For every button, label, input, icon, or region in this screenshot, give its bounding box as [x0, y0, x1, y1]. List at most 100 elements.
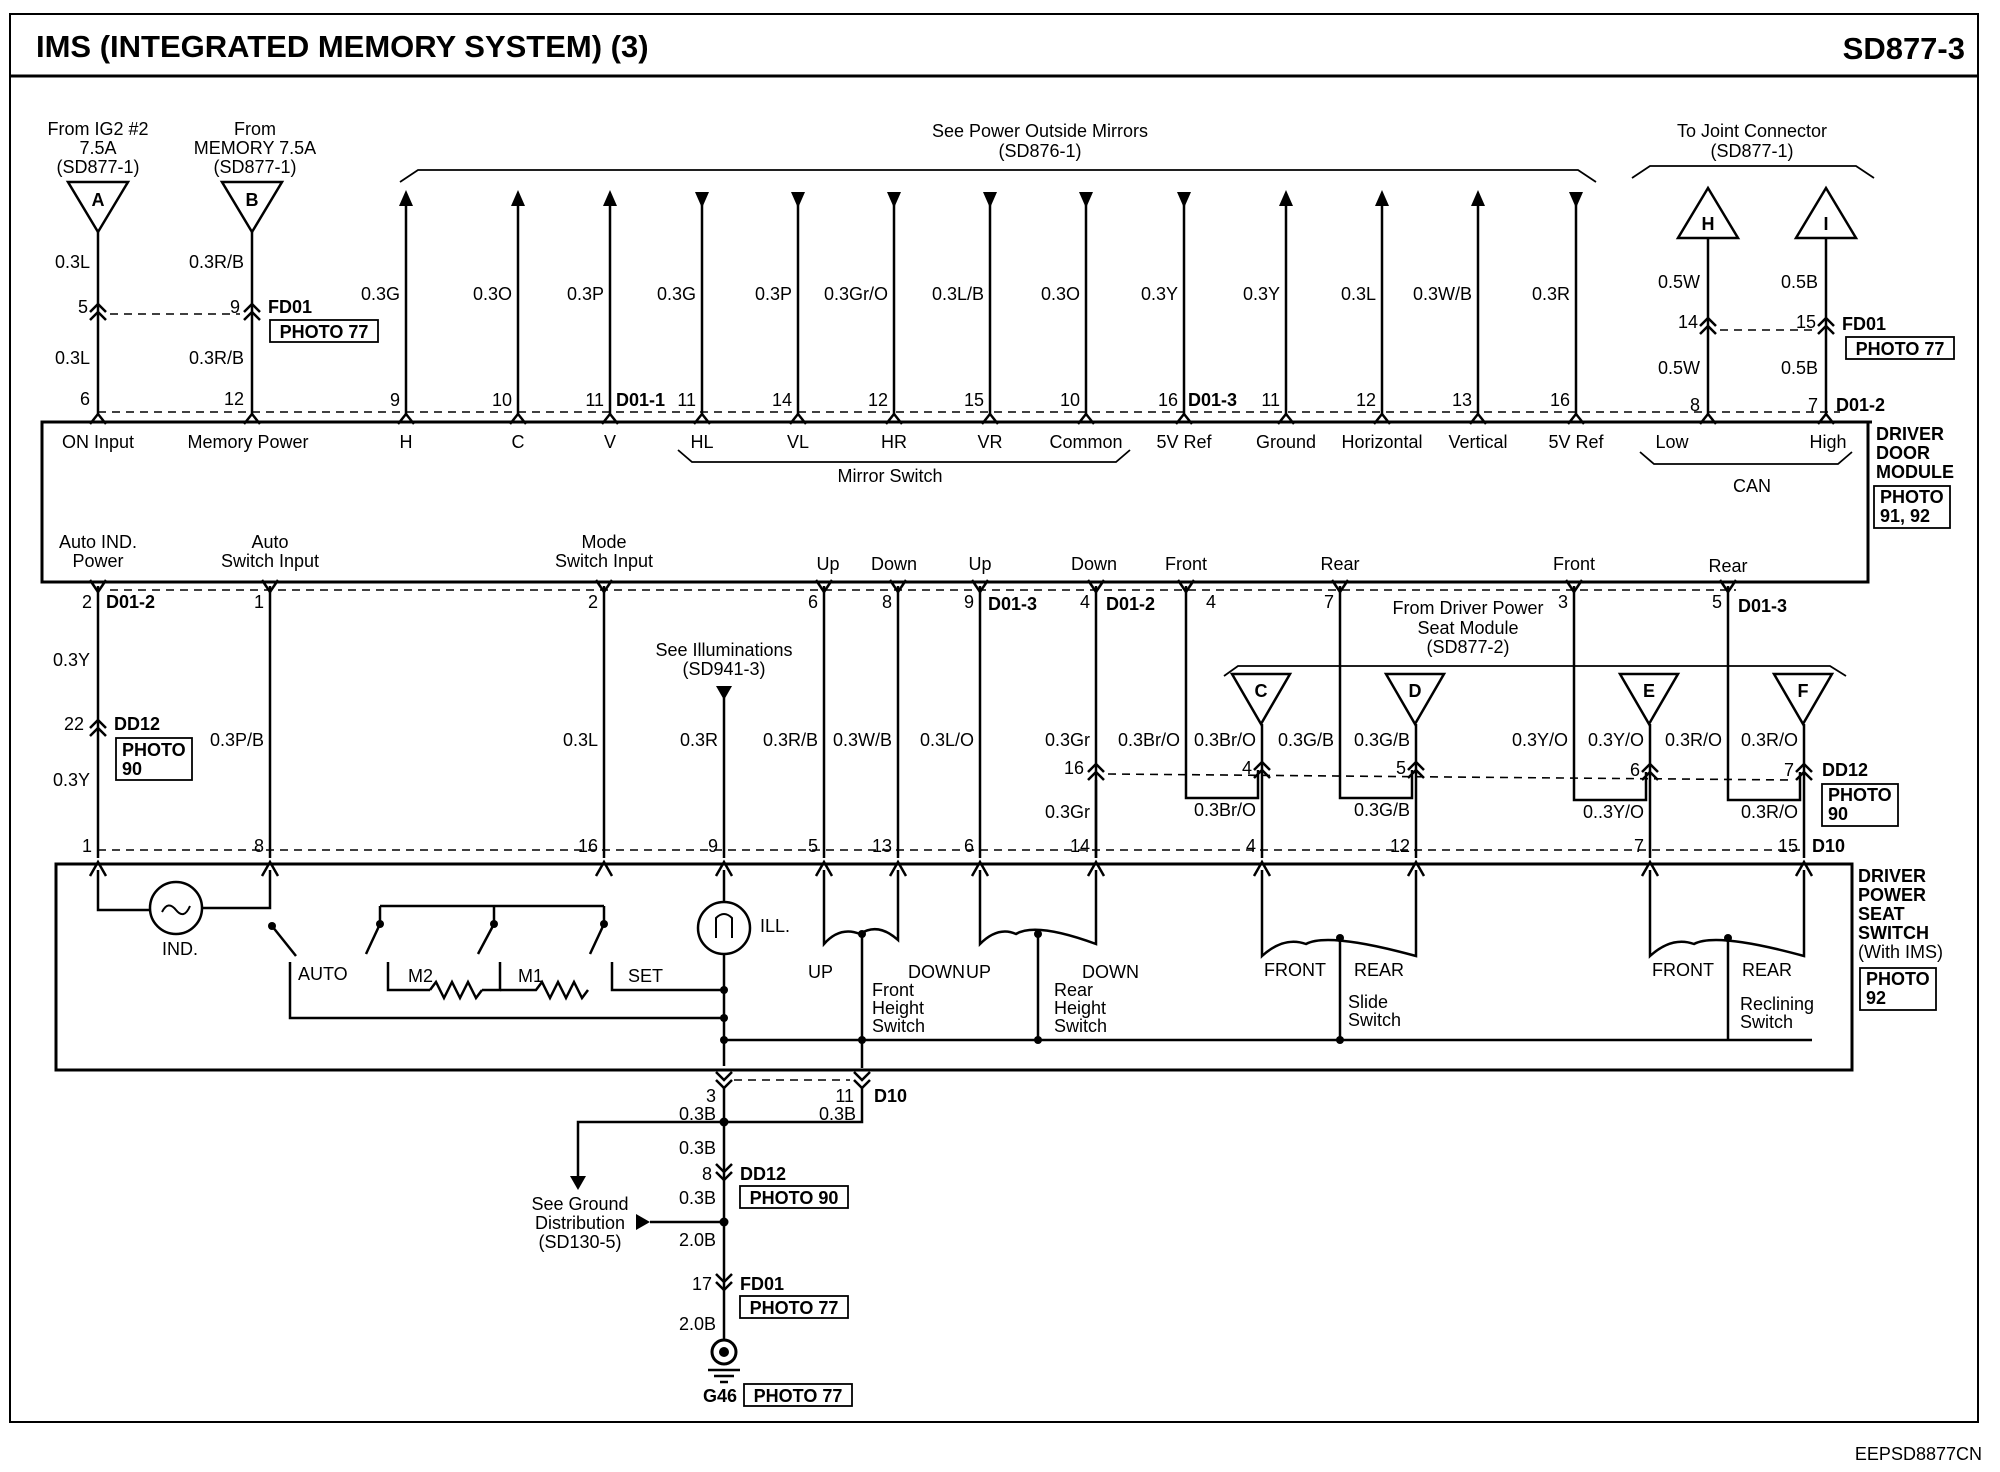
door-top-terminal-1: ON Input	[62, 432, 134, 452]
middle-labels: From Driver Power Seat Module (SD877-2) …	[53, 598, 1899, 827]
door-module-name-1: DRIVER	[1876, 424, 1944, 444]
wire-h-upper-label: 0.5W	[1658, 272, 1700, 292]
wire-a-lower-label: 0.3L	[55, 348, 90, 368]
c-left-label: 0.3Br/O	[1118, 730, 1180, 750]
m2-label: M2	[408, 966, 433, 986]
seat-top-terminal-9	[1252, 859, 1272, 877]
illum-title: See Illuminations	[655, 640, 792, 660]
see-ground-1: See Ground	[531, 1194, 628, 1214]
driver-door-module: DRIVER DOOR MODULE PHOTO 91, 92	[40, 411, 1954, 584]
rear-height-arc	[978, 870, 1098, 948]
seat-top-terminal-7	[970, 859, 990, 877]
term-rear-2: Rear	[1708, 556, 1747, 576]
source-terminal-2	[243, 411, 261, 425]
ground-pin11: 11	[835, 1086, 854, 1106]
seat-switch-internals: IND. AUTO M2 M1 SET ILL.	[96, 870, 1814, 1068]
ind-filament	[161, 904, 191, 916]
seat-top-pin-8: 14	[1070, 836, 1090, 856]
seat-top-pin-10: 12	[1390, 836, 1410, 856]
photo90-left-2: 90	[122, 759, 142, 779]
ground-photo77: PHOTO 77	[750, 1298, 839, 1318]
wire-h-lower-label: 0.5W	[1658, 358, 1700, 378]
photo90-box-right	[1821, 783, 1899, 827]
e-lower-label: 0..3Y/O	[1583, 802, 1644, 822]
f-lower-label: 0.3R/O	[1741, 802, 1798, 822]
term-front-2: Front	[1553, 554, 1595, 574]
wire-i-upper-label: 0.5B	[1781, 272, 1818, 292]
mem-ref-label: (SD877-1)	[213, 157, 296, 177]
wire-a-pin-fd: 5	[78, 297, 88, 317]
ground-fd01: FD01	[740, 1274, 784, 1294]
w3-label: 0.3L	[563, 730, 598, 750]
wire-i-lower-label: 0.5B	[1781, 358, 1818, 378]
recl-arc	[1648, 870, 1806, 959]
joint-brace	[1631, 165, 1875, 179]
front-height-up: UP	[808, 962, 833, 982]
f-pin: 7	[1784, 760, 1794, 780]
slide-arc	[1260, 870, 1418, 959]
wire-b-pin-mod: 12	[224, 389, 244, 409]
seat-top-pin-7: 6	[964, 836, 974, 856]
dd12-connector-left	[89, 718, 107, 737]
source-joint: To Joint Connector (SD877-1) H I	[1631, 121, 1875, 240]
mirrors-ref: (SD876-1)	[998, 141, 1081, 161]
recl-front: FRONT	[1652, 960, 1714, 980]
see-ground-2: Distribution	[535, 1213, 625, 1233]
mirror-wire-arrow-up-10	[1279, 190, 1293, 206]
term-auto-sw-1: Auto	[251, 532, 288, 552]
ig2-fuse-label: 7.5A	[79, 138, 116, 158]
mirror-wire-label-8: 0.3O	[1041, 284, 1080, 304]
connector-c-letter: C	[1255, 681, 1268, 701]
door-bottom-pin-6: 9	[964, 592, 974, 612]
mirror-wire-arrow-down-8	[1079, 192, 1093, 208]
photo77-box-right	[1845, 336, 1955, 360]
mirror-wire-label-11: 0.3L	[1341, 284, 1376, 304]
front-height-1: Front	[872, 980, 914, 1000]
mirror-switch-brace	[677, 449, 1131, 463]
w8-lower: 0.3Gr	[1045, 802, 1090, 822]
dd12-pin8-connector	[715, 1163, 733, 1182]
ill-label: ILL.	[760, 916, 790, 936]
mirror-wire-pin-12: 13	[1452, 390, 1472, 410]
photo77-label-right: PHOTO 77	[1856, 339, 1945, 359]
ill-lamp-icon	[696, 900, 752, 956]
mirror-wires: 0.3G90.3O100.3P110.3G110.3P140.3Gr/O120.…	[361, 190, 1585, 425]
front-height-2: Height	[872, 998, 924, 1018]
from-seat-1: From Driver Power	[1392, 598, 1543, 618]
source-ig2: From IG2 #2 7.5A (SD877-1) A	[47, 119, 149, 235]
d-left-label: 0.3G/B	[1278, 730, 1334, 750]
ground-w-2b: 2.0B	[679, 1314, 716, 1334]
photo90-box-left	[115, 737, 193, 781]
term-auto-sw-2: Switch Input	[221, 551, 319, 571]
from-seat-2: Seat Module	[1417, 618, 1518, 638]
mirror-wire-label-2: 0.3O	[473, 284, 512, 304]
seat-top-terminal-4	[714, 859, 734, 877]
wire-front1	[1184, 586, 1260, 800]
wire-a-pin-mod: 6	[80, 389, 90, 409]
wire-i-pin-fd: 15	[1796, 312, 1816, 332]
mirror-wire-pin-13: 16	[1550, 390, 1570, 410]
door-bottom-terminals: Auto IND. Power Auto Switch Input Mode S…	[59, 532, 1748, 576]
gnd-node-2	[720, 1014, 728, 1022]
door-bottom-pin-3: 2	[588, 592, 598, 612]
wire-rear2	[1726, 586, 1802, 802]
door-top-terminal-2: Memory Power	[187, 432, 308, 452]
d-pin: 5	[1396, 758, 1406, 778]
door-top-terminal-10: Common	[1049, 432, 1122, 452]
see-ground-ref: (SD130-5)	[538, 1232, 621, 1252]
seat-top-terminal-5	[814, 859, 834, 877]
mirror-wire-arrow-up-11	[1375, 190, 1389, 206]
door-bottom-pin-8: 4	[1206, 592, 1216, 612]
source-mirrors: See Power Outside Mirrors (SD876-1)	[399, 121, 1597, 183]
w2-label: 0.3P/B	[210, 730, 264, 750]
mirror-wire-label-6: 0.3Gr/O	[824, 284, 888, 304]
source-terminal-3	[1699, 411, 1717, 425]
w8-upper: 0.3Gr	[1045, 730, 1090, 750]
door-module-photo-1: PHOTO	[1880, 487, 1944, 507]
connector-b-symbol	[219, 180, 285, 235]
term-up-2: Up	[968, 554, 991, 574]
wire-b-pin-fd: 9	[230, 297, 240, 317]
seat-top-terminal-2	[260, 859, 280, 877]
seat-switch-name-4: SWITCH	[1858, 923, 1929, 943]
